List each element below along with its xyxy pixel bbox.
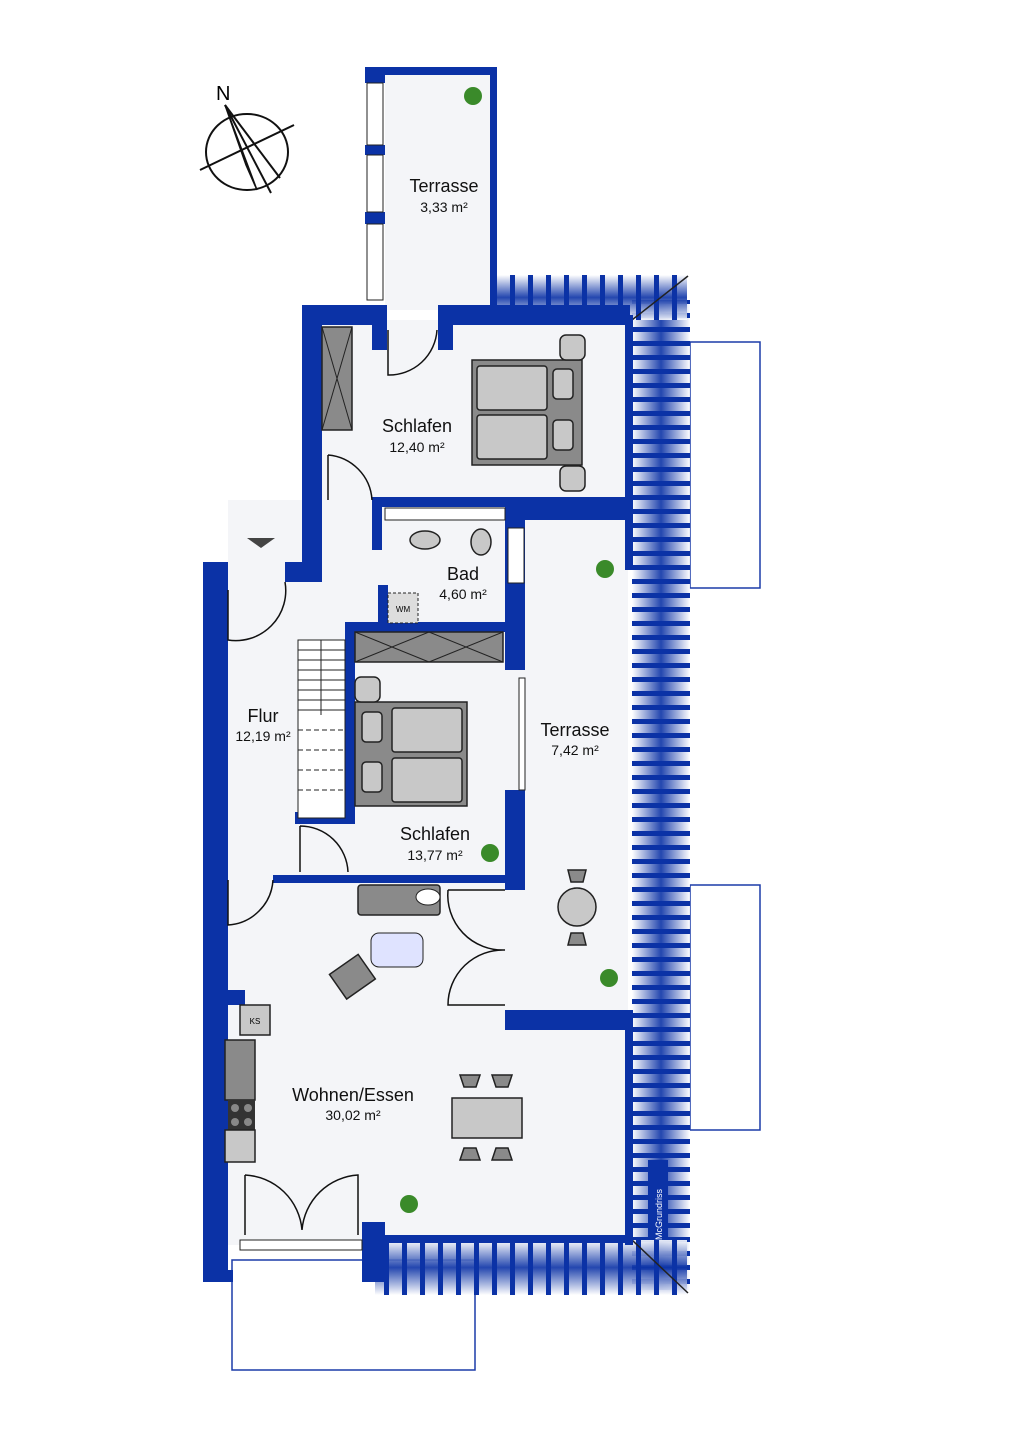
entrance-arrow-icon [247, 538, 275, 548]
room-area: 12,19 m² [235, 728, 291, 744]
room-name: Schlafen [382, 416, 452, 436]
staircase [297, 639, 346, 819]
double-bed-1 [471, 334, 586, 492]
room-area: 12,40 m² [389, 439, 445, 455]
sink [409, 530, 441, 550]
room-area: 30,02 m² [325, 1107, 381, 1123]
room-name: Wohnen/Essen [292, 1085, 414, 1105]
room-name: Flur [248, 706, 279, 726]
armchair [328, 953, 377, 1001]
round-table [557, 887, 597, 927]
wardrobe-2 [354, 631, 504, 663]
room-area: 4,60 m² [439, 586, 487, 602]
room-name: Bad [447, 564, 479, 584]
furniture: WM KS [224, 326, 597, 1163]
wm-label: WM [396, 605, 411, 614]
walls [203, 67, 633, 1282]
room-area: 7,42 m² [551, 742, 599, 758]
room-name: Terrasse [540, 720, 609, 740]
kitchen-sink [224, 1039, 256, 1101]
toilet [470, 528, 492, 556]
dining-table [451, 1097, 523, 1139]
north-label: N [216, 83, 230, 105]
coffee-table [370, 932, 424, 968]
double-bed-2 [354, 676, 468, 807]
room-name: Schlafen [400, 824, 470, 844]
stove [228, 1100, 255, 1130]
balcony-outlines [231, 341, 761, 1371]
compass-icon: N [199, 83, 295, 194]
plant-icons [400, 87, 618, 1213]
doors [227, 329, 506, 1235]
room-area: 3,33 m² [420, 199, 468, 215]
room-name: Terrasse [409, 176, 478, 196]
ks-label: KS [250, 1017, 261, 1026]
windows [239, 82, 525, 1251]
room-labels: Terrasse 3,33 m² Schlafen 12,40 m² Bad 4… [235, 176, 609, 1123]
watermark: McGrundriss [654, 1188, 664, 1240]
room-area: 13,77 m² [407, 847, 463, 863]
